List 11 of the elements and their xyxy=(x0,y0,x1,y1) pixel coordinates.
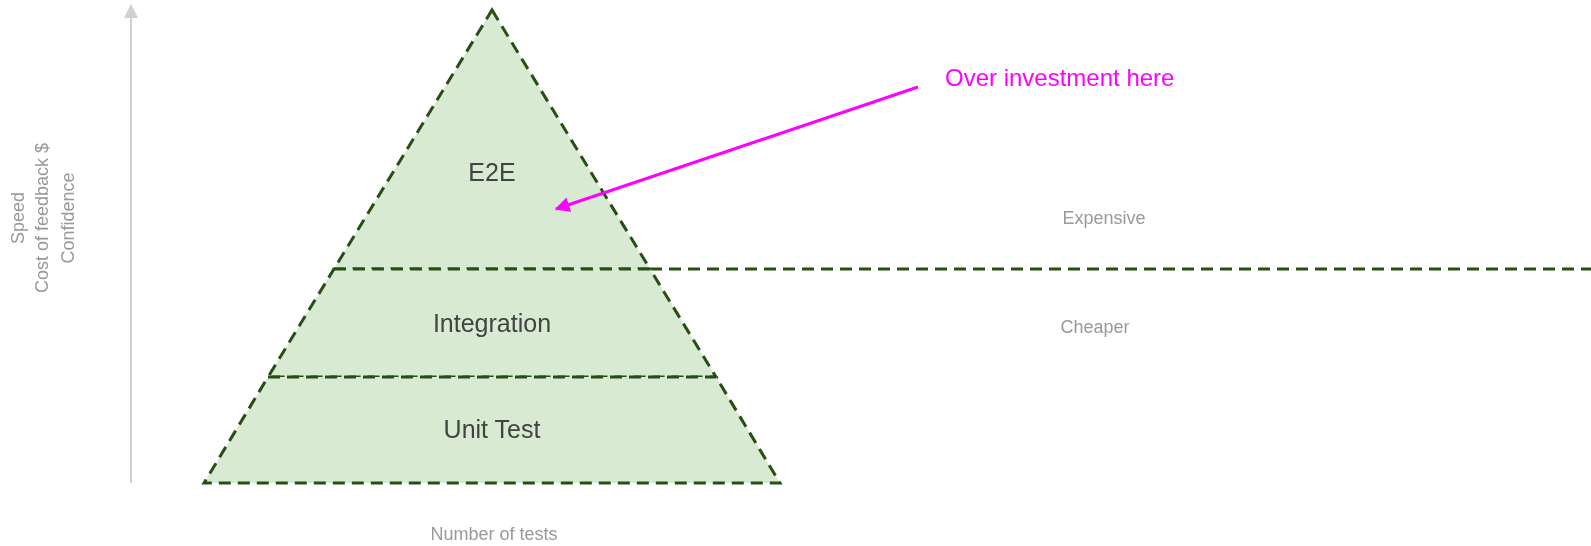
axis-label: Cost of feedback $ xyxy=(31,142,53,294)
tier-label: Integration xyxy=(431,309,553,338)
zone-label: Expensive xyxy=(1062,207,1146,229)
zone-label: Cheaper xyxy=(1060,316,1130,338)
leader-arrow xyxy=(554,85,919,212)
axis-label: Confidence xyxy=(57,172,79,264)
axis-label: Number of tests xyxy=(430,523,558,545)
tier-label: E2E xyxy=(467,158,517,187)
callout-text: Over investment here xyxy=(945,64,1175,92)
tier-label: Unit Test xyxy=(442,415,542,444)
axis-label: Speed xyxy=(7,191,29,245)
